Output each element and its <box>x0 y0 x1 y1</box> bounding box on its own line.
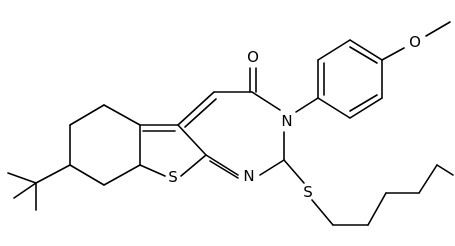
bond-ph-6 <box>317 97 351 119</box>
bond-pyr-6-double <box>184 98 217 128</box>
bond-pyr-1 <box>205 154 239 176</box>
bond-n-aryl <box>295 97 319 113</box>
bond-hexyl-2 <box>367 192 387 226</box>
bond-hexyl-5 <box>436 164 454 176</box>
bond-tbu-methyl-1 <box>7 172 37 184</box>
bond-o-methyl <box>425 21 451 37</box>
bond-thio-2 <box>177 124 207 156</box>
bond-cyc-2 <box>69 104 105 126</box>
bond-s-hexyl <box>311 199 334 226</box>
bond-cyc-3 <box>103 104 141 126</box>
bond-ph-3-double <box>349 46 378 64</box>
bond-aryl-o <box>381 47 405 61</box>
bond-ph-2 <box>317 39 351 61</box>
atom-label-carbonyl-oxygen: O <box>247 48 259 66</box>
bond-tbu-ring <box>35 164 71 184</box>
bond-tbu-methyl-3 <box>13 182 37 199</box>
atom-label-thioether-sulfur: S <box>303 183 313 201</box>
bond-hexyl-4 <box>418 164 438 194</box>
bond-pyr-1-double <box>209 160 239 179</box>
bond-pyr-6 <box>177 91 215 126</box>
bond-c2-s <box>283 159 305 184</box>
atom-label-methoxy-oxygen: O <box>409 33 421 51</box>
atom-label-n3: N <box>281 112 292 130</box>
bond-pyr-4 <box>251 91 281 111</box>
atom-labels: O O N N S S <box>168 33 421 201</box>
atom-label-n1: N <box>243 167 254 185</box>
bond-cyc-5 <box>103 164 141 186</box>
bond-thio-3 <box>180 154 207 177</box>
bonds <box>7 21 454 226</box>
atom-label-thiophene-sulfur: S <box>168 168 178 186</box>
bond-thio-4 <box>139 164 166 177</box>
bond-cyc-6 <box>69 164 105 186</box>
bond-ph-5 <box>349 97 383 119</box>
bond-ph-5-double <box>349 94 378 112</box>
bond-pyr-2 <box>259 159 285 176</box>
bond-ph-3 <box>349 39 383 61</box>
